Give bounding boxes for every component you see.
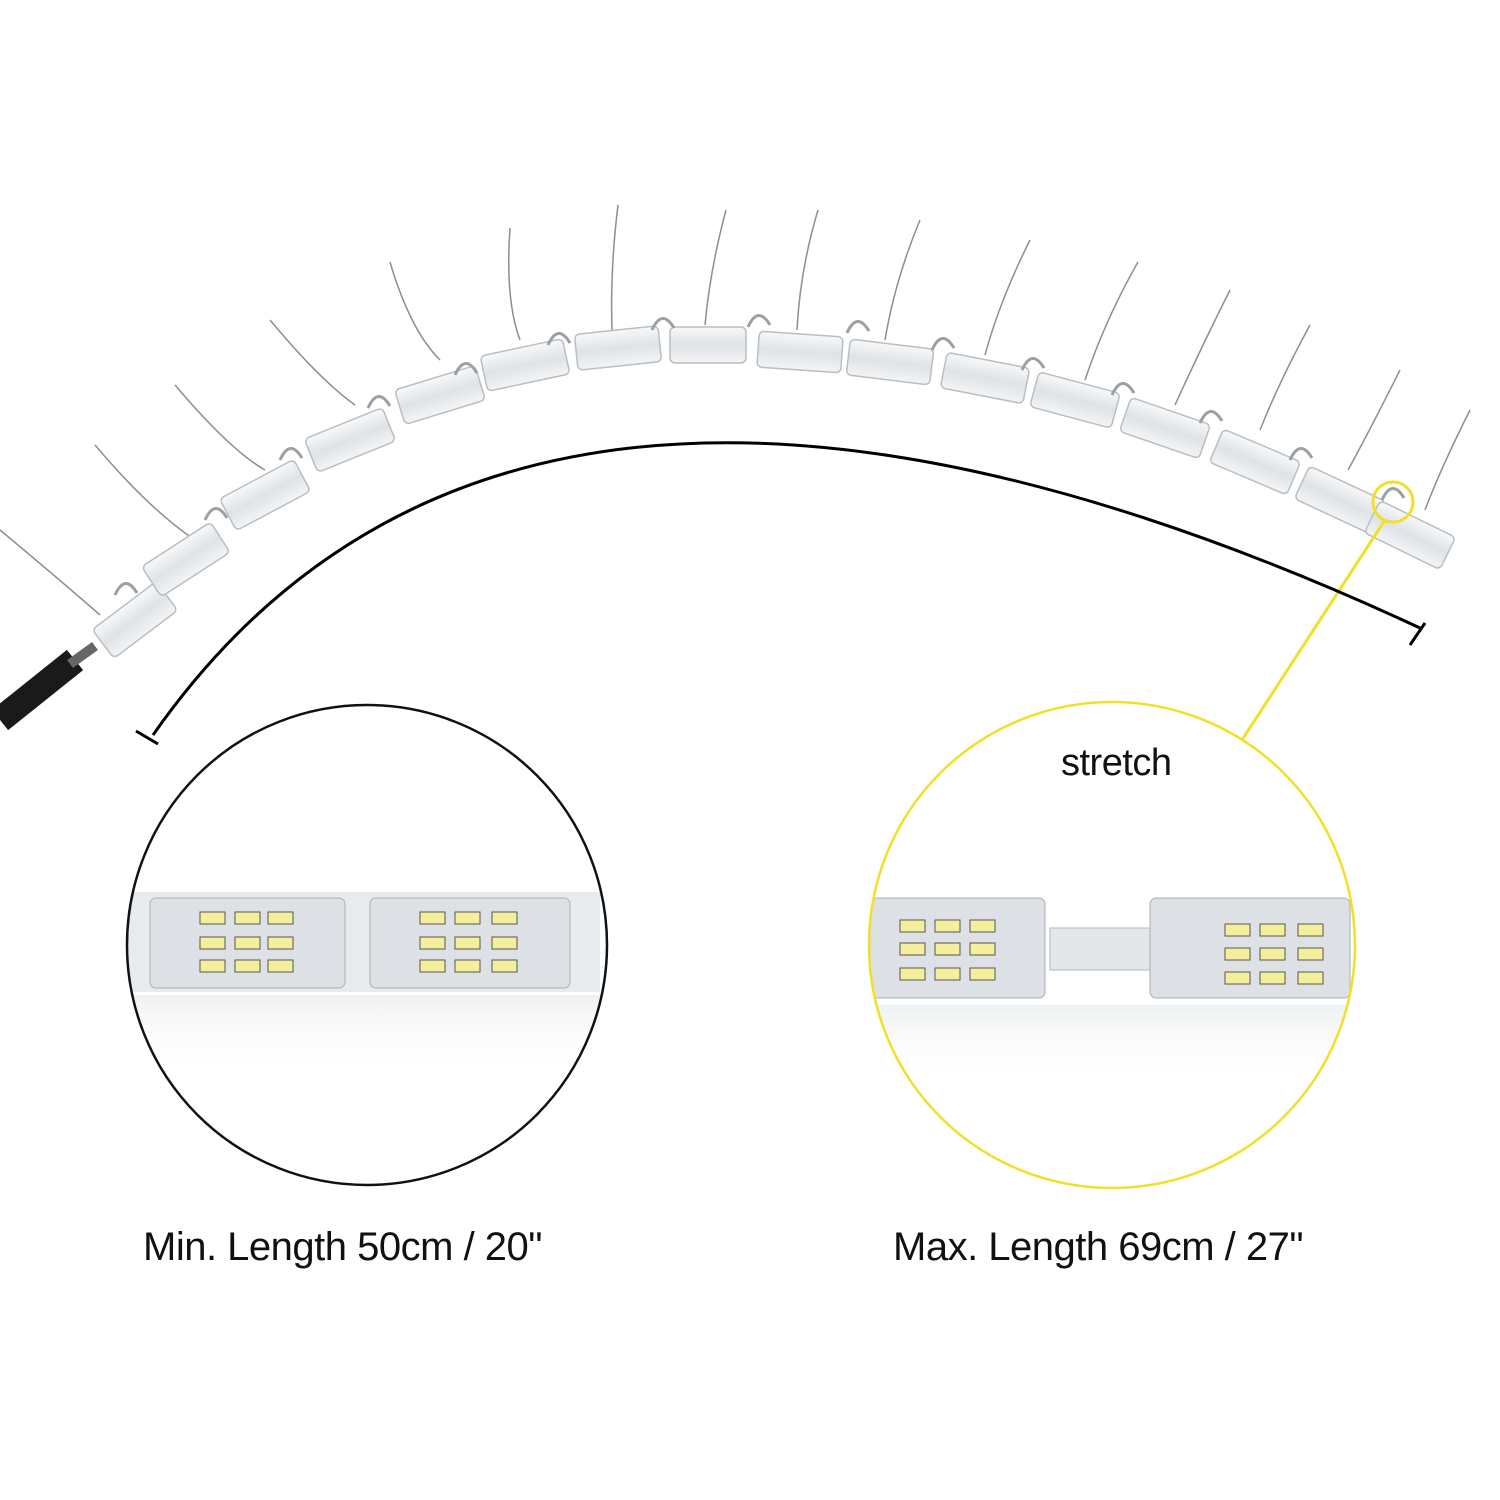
highlight-ring — [1371, 480, 1415, 524]
max-closeup-border — [867, 700, 1357, 1190]
stretch-label: stretch — [1061, 742, 1172, 784]
min-closeup-border — [125, 703, 609, 1187]
min-closeup — [127, 705, 607, 1185]
mounting-hooks — [113, 314, 1406, 596]
leader-line — [1238, 519, 1387, 744]
max-closeup — [869, 702, 1355, 1188]
dimension-arc — [151, 441, 1421, 736]
wire-leads — [0, 204, 1471, 616]
max-length-label: Max. Length 69cm / 27" — [893, 1225, 1304, 1269]
min-length-label: Min. Length 50cm / 20" — [143, 1225, 542, 1269]
power-cable — [0, 649, 84, 731]
dimension-end-right — [1408, 622, 1427, 646]
dimension-end-left — [135, 729, 159, 746]
led-strip — [93, 325, 1455, 658]
